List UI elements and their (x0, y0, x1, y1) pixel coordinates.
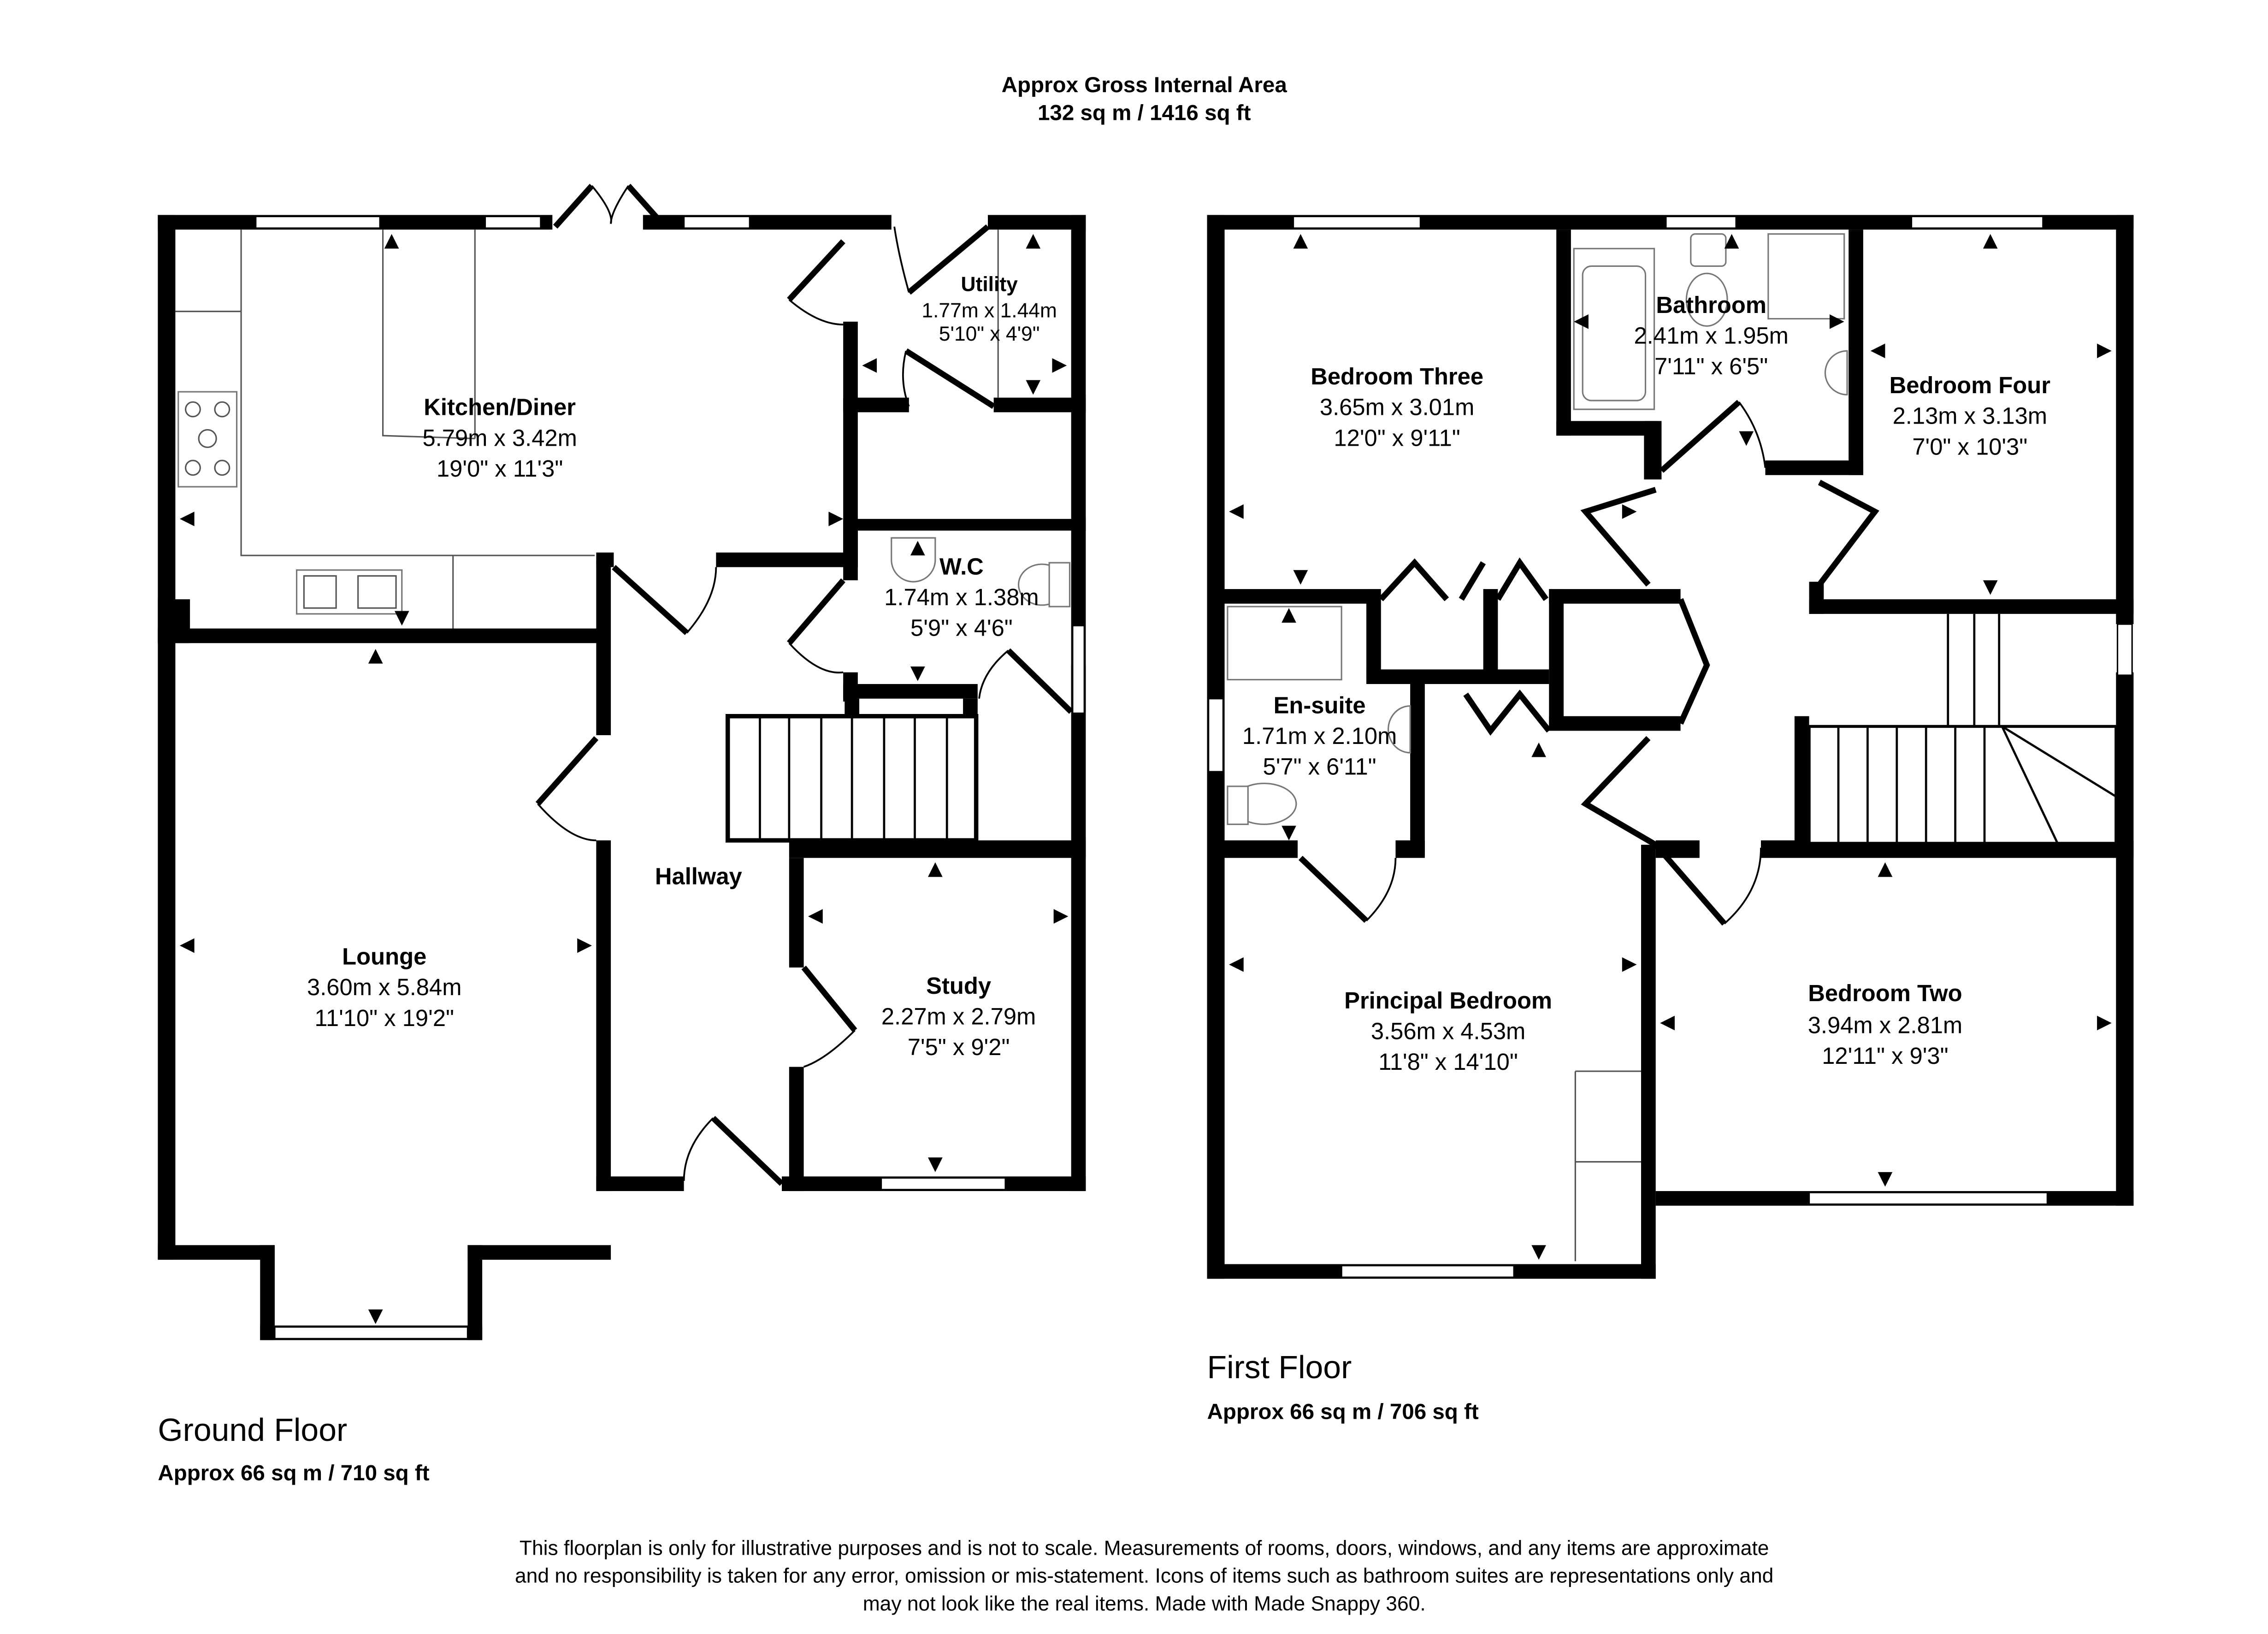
hob (177, 391, 238, 488)
room-name: Bedroom Four (1890, 372, 2050, 398)
room-name: W.C (939, 553, 984, 579)
room-imperial: 5'7" x 6'11" (1263, 754, 1376, 780)
first-floor-labels: Bedroom Three 3.65m x 3.01m 12'0" x 9'11… (1242, 292, 2050, 1075)
disclaimer-line: and no responsibility is taken for any e… (515, 1565, 1773, 1587)
room-name: Utility (961, 273, 1018, 295)
header-title: Approx Gross Internal Area (1002, 73, 1288, 97)
room-metric: 3.94m x 2.81m (1808, 1012, 1962, 1038)
first-floor-title: First Floor (1207, 1349, 1352, 1385)
room-imperial: 7'0" x 10'3" (1912, 433, 2027, 460)
room-imperial: 5'10" x 4'9" (939, 323, 1040, 345)
first-floor-arrows (1229, 234, 2112, 1260)
first-floor-plan: Bedroom Three 3.65m x 3.01m 12'0" x 9'11… (1207, 215, 2134, 1424)
shower-tray (1767, 233, 1845, 320)
room-imperial: 7'11" x 6'5" (1654, 353, 1768, 379)
room-name: En-suite (1274, 692, 1366, 718)
room-metric: 1.71m x 2.10m (1242, 723, 1397, 749)
room-imperial: 19'0" x 11'3" (437, 455, 563, 482)
room-metric: 2.27m x 2.79m (881, 1003, 1036, 1030)
room-imperial: 11'10" x 19'2" (314, 1005, 454, 1031)
room-metric: 1.74m x 1.38m (884, 584, 1039, 610)
room-imperial: 7'5" x 9'2" (908, 1034, 1010, 1060)
stairs (725, 714, 979, 843)
disclaimer-line: may not look like the real items. Made w… (863, 1593, 1426, 1615)
ground-floor-windows (255, 216, 1085, 1339)
room-name: Study (926, 973, 991, 999)
room-imperial: 12'11" x 9'3" (1822, 1043, 1948, 1069)
room-name: Hallway (655, 863, 742, 889)
sink (295, 569, 403, 615)
header-area: 132 sq m / 1416 sq ft (1038, 100, 1251, 125)
room-name: Kitchen/Diner (424, 394, 576, 420)
kitchen-fittings (175, 230, 999, 629)
disclaimer: This floorplan is only for illustrative … (515, 1537, 1773, 1615)
ground-floor-doors (535, 183, 1074, 1186)
ground-floor-title: Ground Floor (158, 1412, 347, 1448)
room-imperial: 5'9" x 4'6" (910, 614, 1013, 641)
room-name: Bedroom Three (1311, 363, 1483, 389)
room-metric: 2.41m x 1.95m (1634, 322, 1788, 348)
room-imperial: 11'8" x 14'10" (1378, 1049, 1518, 1075)
room-name: Bathroom (1656, 292, 1766, 318)
ground-floor-plan: Kitchen/Diner 5.79m x 3.42m 19'0" x 11'3… (158, 183, 1086, 1486)
room-metric: 3.65m x 3.01m (1320, 394, 1474, 420)
first-floor-windows (1208, 216, 2133, 1278)
room-metric: 3.60m x 5.84m (307, 974, 461, 1000)
room-metric: 5.79m x 3.42m (422, 425, 577, 451)
room-metric: 1.77m x 1.44m (921, 299, 1057, 322)
ground-floor-area: Approx 66 sq m / 710 sq ft (158, 1461, 429, 1486)
ground-floor-labels: Kitchen/Diner 5.79m x 3.42m 19'0" x 11'3… (307, 273, 1057, 1060)
room-metric: 2.13m x 3.13m (1893, 403, 2047, 429)
disclaimer-line: This floorplan is only for illustrative … (520, 1537, 1769, 1559)
first-floor-doors (1299, 400, 1879, 926)
wc-fittings (891, 537, 1071, 608)
first-floor-area: Approx 66 sq m / 706 sq ft (1207, 1400, 1479, 1424)
room-name: Principal Bedroom (1344, 987, 1552, 1014)
room-metric: 3.56m x 4.53m (1371, 1018, 1525, 1044)
bathroom-fittings (1227, 233, 1848, 1262)
toilet (1685, 272, 1728, 327)
room-name: Lounge (342, 944, 426, 970)
ground-floor-arrows (179, 234, 1069, 1324)
room-name: Bedroom Two (1808, 980, 1962, 1006)
room-imperial: 12'0" x 9'11" (1334, 425, 1460, 451)
first-floor-stairs (1807, 613, 2118, 845)
